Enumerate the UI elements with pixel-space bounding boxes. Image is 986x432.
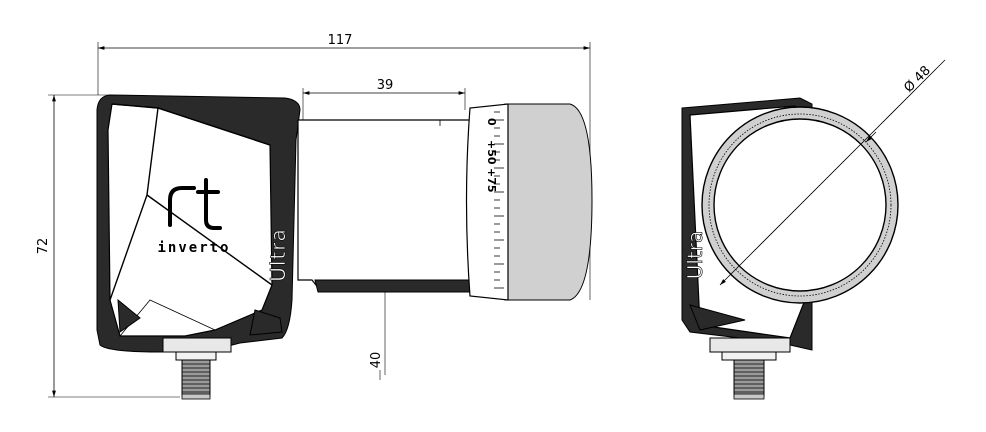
facet-accent [117, 298, 141, 333]
dim-72-label: 72 [36, 238, 51, 255]
dimension-height: 72 [36, 94, 180, 398]
skew-label-75: +75 [485, 168, 498, 193]
front-accent [689, 304, 746, 331]
lnb-front-view: Ultra Ø 48 [681, 59, 946, 400]
dim-40-label: 40 [369, 352, 384, 369]
facet-line-1 [109, 103, 159, 301]
brand-text: inverto [157, 240, 230, 256]
front-product-text: Ultra [683, 231, 707, 280]
front-cap-knurl [708, 113, 892, 297]
diameter-arrow [865, 131, 877, 143]
f-connector-front [709, 337, 791, 400]
lnb-side-view: inverto Ultra [96, 94, 593, 400]
diameter-line [719, 59, 946, 286]
facet-line-3 [146, 194, 273, 286]
lnb-neck [297, 119, 471, 293]
feed-horn-cap: 0 +50 +75 [465, 103, 593, 301]
product-text: Ultra [266, 228, 290, 282]
f-connector-side [162, 337, 232, 400]
dim-39-label: 39 [377, 78, 394, 93]
dim-117-label: 117 [328, 33, 353, 48]
dim-diameter-label: Ø 48 [901, 63, 933, 95]
skew-label-0: 0 [485, 118, 498, 126]
skew-label-50: +50 [485, 140, 498, 165]
housing-facet [107, 103, 273, 337]
facet-line-2 [157, 107, 271, 146]
inverto-logo-icon [168, 178, 222, 230]
dimension-total-length: 117 [97, 33, 591, 300]
dimension-neck-length: 39 [302, 78, 466, 120]
facet-accent-2 [249, 309, 283, 336]
skew-scale-ticks [494, 111, 504, 289]
